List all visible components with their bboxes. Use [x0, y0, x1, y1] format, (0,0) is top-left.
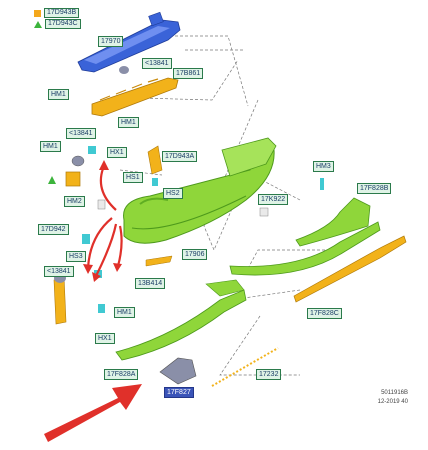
- label-hm1-d: HM1: [114, 307, 135, 318]
- label-17232: 17232: [256, 369, 282, 380]
- square-icon: [34, 9, 41, 17]
- label-17F828C: 17F828C: [307, 308, 342, 319]
- label-13841-low: <13841: [44, 266, 74, 277]
- label-hx1-a: HX1: [107, 147, 127, 158]
- reflector-strip: [211, 347, 279, 387]
- label-hm2: HM2: [64, 196, 85, 207]
- label-hs1: HS1: [123, 172, 143, 183]
- red-arrows: [86, 165, 123, 277]
- label-hm3: HM3: [313, 161, 334, 172]
- reinforcement-beam: [77, 11, 181, 73]
- side-trim: [295, 197, 371, 247]
- triangle-icon: [34, 20, 42, 28]
- red-arrowheads: [83, 160, 122, 282]
- legend-code: 17D943B: [44, 8, 80, 18]
- label-hm1-a: HM1: [48, 89, 69, 100]
- label-13B414: 13B414: [135, 278, 166, 289]
- label-17F828B: 17F828B: [357, 183, 392, 194]
- label-17D942: 17D942: [38, 224, 69, 235]
- label-17F827: 17F827: [164, 387, 194, 398]
- label-hs2: HS2: [163, 188, 183, 199]
- yellow-strip: [293, 235, 407, 303]
- label-13841-top: <13841: [142, 58, 172, 69]
- legend-row-1: 17D943B: [34, 8, 80, 18]
- bumper-cover: [123, 137, 277, 244]
- lower-strip: [229, 221, 381, 276]
- label-17906: 17906: [182, 249, 208, 260]
- label-hm1-b: HM1: [118, 117, 139, 128]
- legend-row-2: 17D943C: [34, 19, 81, 29]
- diagram-code: 5011916B: [381, 390, 408, 396]
- legend-code: 17D943C: [45, 19, 81, 29]
- label-hs3: HS3: [66, 251, 86, 262]
- label-17D943A: 17D943A: [162, 151, 198, 162]
- label-17F828A: 17F828A: [104, 369, 139, 380]
- label-17K922: 17K922: [258, 194, 289, 205]
- guide-lines: [119, 35, 330, 376]
- energy-absorber: [91, 77, 179, 117]
- label-17970: 17970: [98, 36, 124, 47]
- grey-bracket: [159, 357, 197, 385]
- pointer-arrow: [44, 384, 142, 442]
- label-hx1-b: HX1: [95, 333, 115, 344]
- diagram-date: 12-2019 40: [377, 399, 408, 405]
- label-13841-mid: <13841: [66, 128, 96, 139]
- label-17B861: 17B861: [173, 68, 204, 79]
- diffuser: [115, 279, 247, 361]
- label-hm1-c: HM1: [40, 141, 61, 152]
